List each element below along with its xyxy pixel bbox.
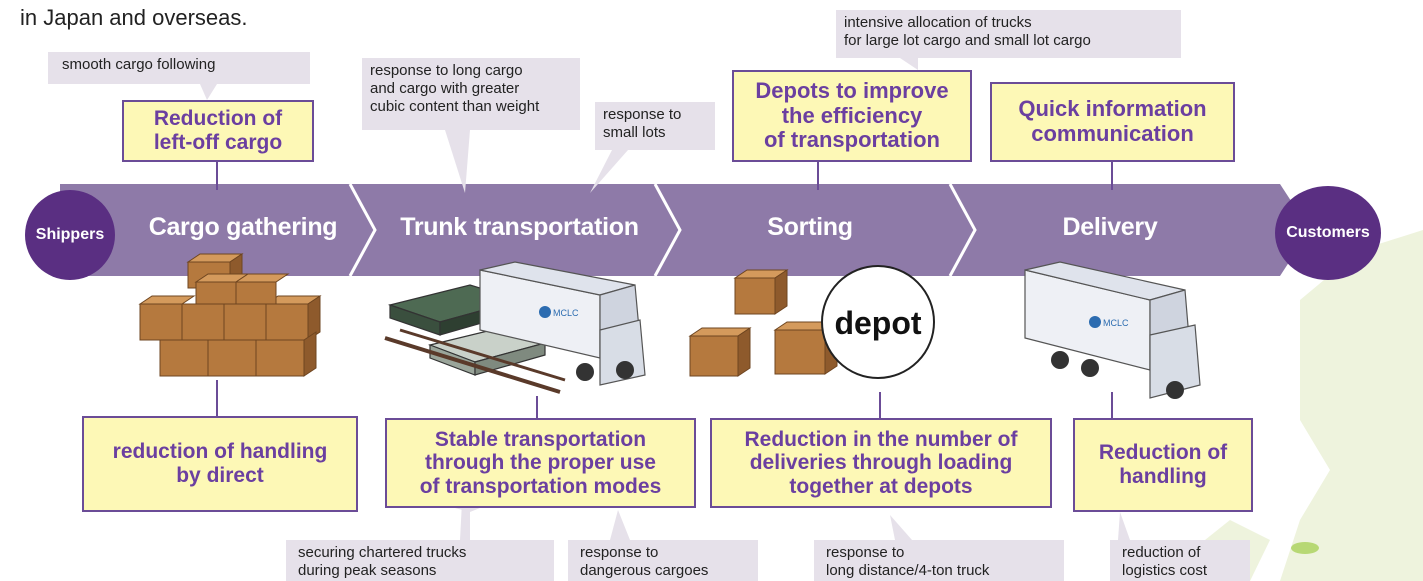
note-chartered-trucks: securing chartered trucks during peak se… — [286, 540, 554, 581]
truck-trunk-icon: MCLC — [479, 261, 646, 386]
note-intensive-allocation: intensive allocation of trucks for large… — [836, 10, 1181, 58]
note-long-distance: response to long distance/4-ton truck — [814, 540, 1064, 581]
box-stable-transportation: Stable transportation through the proper… — [385, 418, 696, 508]
sorting-boxes-icon — [688, 269, 839, 377]
box-reduction-handling: Reduction of handling — [1073, 418, 1253, 512]
truck-delivery-icon: MCLC — [1024, 261, 1201, 399]
svg-text:MCLC: MCLC — [553, 308, 579, 318]
svg-text:MCLC: MCLC — [1103, 318, 1129, 328]
stage-trunk-transportation: Trunk transportation — [400, 213, 639, 241]
box-reduction-left-off-cargo: Reduction of left-off cargo — [122, 100, 314, 162]
box-reduction-handling-direct: reduction of handling by direct — [82, 416, 358, 512]
note-long-cargo: response to long cargo and cargo with gr… — [362, 58, 580, 130]
box-reduction-deliveries: Reduction in the number of deliveries th… — [710, 418, 1052, 508]
shippers-node: Shippers — [25, 190, 115, 280]
svg-text:depot: depot — [834, 305, 921, 341]
note-small-lots: response to small lots — [595, 102, 715, 150]
intro-text: in Japan and overseas. — [20, 5, 248, 30]
stage-delivery: Delivery — [1062, 213, 1158, 241]
cargo-boxes-icon — [138, 253, 322, 377]
stage-sorting: Sorting — [767, 213, 853, 241]
process-flow-band — [60, 183, 1310, 277]
box-quick-information: Quick information communication — [990, 82, 1235, 162]
note-smooth-cargo-following: smooth cargo following — [48, 52, 310, 84]
depot-icon: depot — [821, 265, 935, 379]
customers-node: Customers — [1275, 186, 1381, 280]
note-logistics-cost: reduction of logistics cost — [1110, 540, 1250, 581]
stage-cargo-gathering: Cargo gathering — [148, 213, 338, 241]
note-dangerous-cargoes: response to dangerous cargoes — [568, 540, 758, 581]
box-depots-efficiency: Depots to improve the efficiency of tran… — [732, 70, 972, 162]
